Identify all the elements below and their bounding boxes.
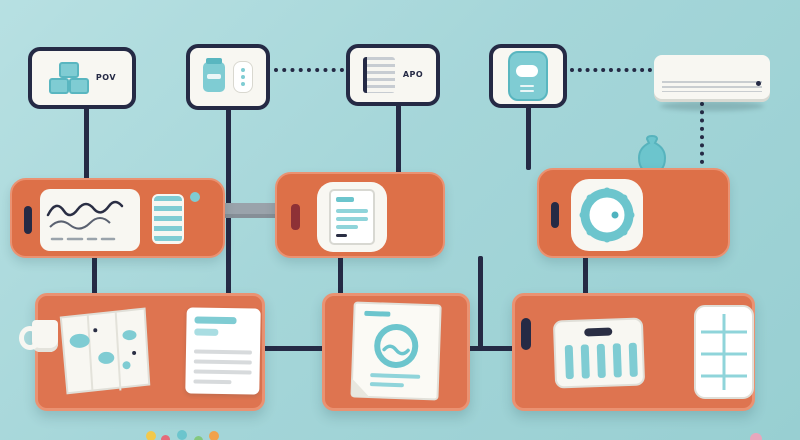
dark-pill (521, 318, 531, 350)
label-card-icon (233, 61, 253, 93)
confetti-dot (209, 431, 219, 440)
top-node-d (489, 44, 567, 108)
dark-pill (24, 206, 32, 234)
station-panel-right (512, 293, 755, 411)
confetti-dot (750, 433, 762, 440)
top-node-b (186, 44, 270, 110)
striped-card-icon (152, 194, 184, 244)
teal-dot (190, 192, 200, 202)
dotted-link-d-ac (570, 68, 652, 72)
maroon-pill (291, 204, 300, 230)
confetti-dot (177, 430, 187, 440)
station-panel-left (19, 293, 265, 411)
jar-icon (203, 58, 225, 92)
folded-map-icon (59, 307, 151, 395)
document-icon (317, 182, 387, 252)
connector-leftpanel-to-midpanel (262, 346, 324, 351)
connector-midpanel-to-rightpanel (468, 346, 514, 351)
scribble-chart-icon (40, 189, 140, 251)
shelf-grid-icon (694, 305, 754, 399)
station-panel-middle (322, 293, 470, 411)
gray-pipe (222, 203, 280, 218)
connector-rightcard-to-rightpanel (583, 256, 588, 296)
top-node-c: APO (346, 44, 440, 106)
basket-icon (553, 317, 645, 389)
process-card-left (10, 178, 225, 258)
connector-b-to-left-panel (226, 106, 231, 295)
connector-c-to-middle-card (396, 104, 401, 174)
top-node-a-label: POV (95, 73, 117, 82)
dotted-link-b-c (274, 68, 344, 72)
washer-dial-icon (571, 179, 643, 251)
confetti-dot (194, 436, 203, 440)
washing-machine-doc-icon (350, 301, 442, 401)
process-card-middle (275, 172, 445, 258)
air-conditioner-icon (654, 55, 770, 99)
browser-window-icon (185, 307, 261, 395)
connector-d-to-right-card (526, 106, 531, 170)
smart-speaker-icon (508, 51, 548, 101)
confetti-dot (146, 431, 156, 440)
confetti-dot (161, 435, 170, 440)
ac-shadow (660, 101, 764, 111)
connector-leftcard-to-leftpanel (92, 256, 97, 296)
connector-gap-vertical (478, 256, 483, 350)
process-card-right (537, 168, 730, 258)
stacked-boxes-icon (48, 62, 89, 94)
connector-midcard-to-midpanel (338, 256, 343, 296)
connector-a-to-left-card (84, 106, 89, 180)
top-node-c-label: APO (402, 70, 424, 79)
mug-icon (19, 320, 58, 352)
dotted-link-ac-down (700, 102, 704, 164)
top-node-a: POV (28, 47, 136, 109)
ledger-icon (362, 57, 395, 93)
dark-pill (551, 202, 559, 228)
